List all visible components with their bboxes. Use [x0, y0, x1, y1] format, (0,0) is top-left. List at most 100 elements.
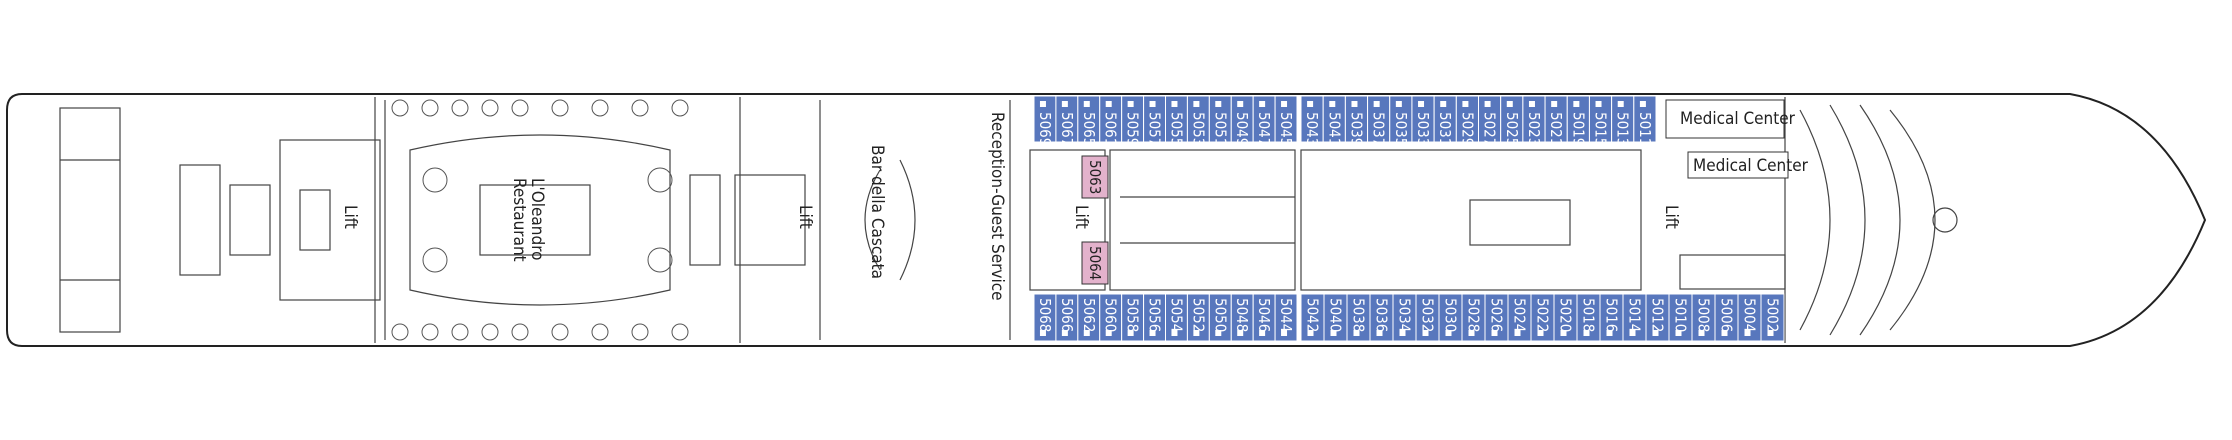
cabin-number: 5063: [1086, 160, 1104, 194]
cabin-5013[interactable]: 5013: [1611, 95, 1635, 146]
cabin-number: 5032: [1419, 298, 1437, 332]
cabin-5030[interactable]: 5030: [1438, 293, 1463, 342]
cabin-box[interactable]: [1633, 95, 1657, 143]
cabin-box[interactable]: [1081, 241, 1109, 285]
cabin-number: 5037: [1370, 112, 1388, 146]
cabin-number: 5010: [1672, 298, 1690, 332]
cabin-5022[interactable]: 5022: [1530, 293, 1555, 342]
cabin-5054[interactable]: 5054: [1165, 293, 1188, 342]
cabin-5043[interactable]: 5043: [1300, 95, 1324, 146]
cabin-5019[interactable]: 5019: [1566, 95, 1590, 146]
cabin-box[interactable]: [1760, 293, 1785, 342]
berth-icon: [1171, 101, 1178, 107]
cabin-5020[interactable]: 5020: [1553, 293, 1578, 342]
cabin-5045[interactable]: 5045: [1274, 95, 1298, 146]
cabin-5023[interactable]: 5023: [1522, 95, 1546, 146]
berth-icon: [1039, 330, 1046, 336]
cabin-5014[interactable]: 5014: [1622, 293, 1647, 342]
cabin-5016[interactable]: 5016: [1599, 293, 1624, 342]
cabin-5053[interactable]: 5053: [1186, 95, 1210, 146]
cabin-5052[interactable]: 5052: [1186, 293, 1210, 342]
interior-lines: [59, 97, 1958, 343]
reception-label: Reception-Guest Service: [987, 112, 1007, 301]
berth-icon: [1537, 330, 1544, 336]
cabin-5055[interactable]: 5055: [1165, 95, 1188, 146]
cabin-5065[interactable]: 5065: [1077, 95, 1101, 146]
cabin-5044[interactable]: 5044: [1274, 293, 1298, 342]
cabin-5039[interactable]: 5039: [1344, 95, 1369, 146]
cabin-5002[interactable]: 5002: [1760, 293, 1785, 342]
cabin-5069[interactable]: 5069: [1033, 95, 1057, 146]
berth-icon: [1395, 101, 1402, 107]
cabin-5066[interactable]: 5066: [1055, 293, 1079, 342]
berth-icon: [1617, 101, 1624, 107]
cabin-5035[interactable]: 5035: [1389, 95, 1413, 146]
berth-icon: [1422, 330, 1429, 336]
berth-icon: [1506, 101, 1513, 107]
cabin-5027[interactable]: 5027: [1478, 95, 1502, 146]
cabin-5006[interactable]: 5006: [1714, 293, 1739, 342]
cabin-5012[interactable]: 5012: [1645, 293, 1670, 342]
cabin-5010[interactable]: 5010: [1668, 293, 1693, 342]
cabin-5068[interactable]: 5068: [1033, 293, 1057, 342]
cabin-5036[interactable]: 5036: [1369, 293, 1394, 342]
cabin-5037[interactable]: 5037: [1367, 95, 1391, 146]
restaurant-tables: [391, 99, 689, 341]
cabin-box[interactable]: [1081, 155, 1109, 199]
cabin-number: 5050: [1211, 298, 1229, 332]
berth-icon: [1105, 330, 1112, 336]
restaurant-label-2: Restaurant: [509, 178, 529, 262]
cabin-5061[interactable]: 5061: [1099, 95, 1123, 146]
berth-icon: [1606, 330, 1613, 336]
cabin-5004[interactable]: 5004: [1737, 293, 1762, 342]
cabin-5026[interactable]: 5026: [1484, 293, 1509, 342]
berth-icon: [1237, 101, 1244, 107]
berth-icon: [1560, 330, 1567, 336]
berth-icon: [1551, 101, 1558, 107]
cabin-5051[interactable]: 5051: [1208, 95, 1232, 146]
bar-label: Bar della Cascata: [867, 145, 887, 279]
cabin-5031[interactable]: 5031: [1433, 95, 1457, 146]
cabin-5063[interactable]: 5063: [1081, 155, 1109, 199]
cabin-box[interactable]: [1274, 95, 1298, 143]
cabin-5028[interactable]: 5028: [1461, 293, 1486, 342]
cabin-5059[interactable]: 5059: [1121, 95, 1145, 146]
cabin-5049[interactable]: 5049: [1230, 95, 1254, 146]
cabin-5024[interactable]: 5024: [1507, 293, 1532, 342]
cabin-5021[interactable]: 5021: [1544, 95, 1568, 146]
restaurant-label-1: L'Oleandro: [527, 178, 547, 260]
cabin-5018[interactable]: 5018: [1576, 293, 1601, 342]
cabin-5011[interactable]: 5011: [1633, 95, 1657, 146]
cabin-5008[interactable]: 5008: [1691, 293, 1716, 342]
cabin-5067[interactable]: 5067: [1055, 95, 1079, 146]
cabin-5041[interactable]: 5041: [1322, 95, 1346, 146]
cabin-5033[interactable]: 5033: [1411, 95, 1435, 146]
cabin-number: 5068: [1036, 298, 1054, 332]
cabin-5032[interactable]: 5032: [1415, 293, 1440, 342]
cabin-5042[interactable]: 5042: [1300, 293, 1325, 342]
cabin-5015[interactable]: 5015: [1588, 95, 1613, 146]
cabin-number: 5039: [1347, 112, 1365, 146]
berth-icon: [1491, 330, 1498, 336]
cabin-5047[interactable]: 5047: [1252, 95, 1276, 146]
cabin-5056[interactable]: 5056: [1143, 293, 1167, 342]
cabin-5029[interactable]: 5029: [1455, 95, 1479, 146]
cabin-5058[interactable]: 5058: [1121, 293, 1145, 342]
cabin-box[interactable]: [1274, 293, 1298, 342]
cabin-number: 5035: [1392, 112, 1410, 146]
cabin-5050[interactable]: 5050: [1208, 293, 1232, 342]
cabin-5046[interactable]: 5046: [1252, 293, 1276, 342]
cabin-number: 5014: [1626, 298, 1644, 332]
cabin-5034[interactable]: 5034: [1392, 293, 1417, 342]
cabin-5038[interactable]: 5038: [1346, 293, 1371, 342]
cabin-5057[interactable]: 5057: [1143, 95, 1167, 146]
cabin-5048[interactable]: 5048: [1230, 293, 1254, 342]
cabin-number: 5055: [1167, 112, 1185, 146]
cabin-5060[interactable]: 5060: [1099, 293, 1123, 342]
cabin-5040[interactable]: 5040: [1323, 293, 1348, 342]
cabin-number: 5029: [1458, 112, 1476, 146]
cabin-5025[interactable]: 5025: [1500, 95, 1524, 146]
cabin-5064[interactable]: 5064: [1081, 241, 1109, 285]
berth-icon: [1399, 330, 1406, 336]
cabin-5062[interactable]: 5062: [1077, 293, 1101, 342]
